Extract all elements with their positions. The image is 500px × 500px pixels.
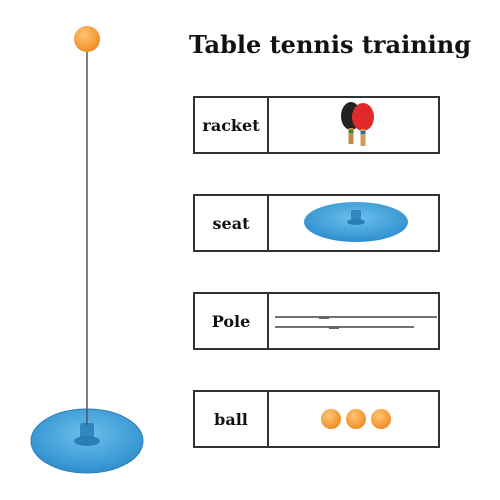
- trainer-product-illustration: [0, 0, 180, 500]
- component-label-pole: Pole: [195, 294, 269, 348]
- page-title: Table tennis training: [188, 30, 472, 59]
- component-image-pole: [269, 294, 438, 348]
- component-image-racket: [269, 98, 438, 152]
- orange-balls-icon: [321, 409, 391, 429]
- seat-base-icon: [304, 202, 408, 242]
- racket-pair-icon: [341, 102, 374, 146]
- pole-rod-icon: [275, 316, 437, 329]
- component-row-seat: seat: [193, 194, 440, 252]
- component-label-racket: racket: [195, 98, 269, 152]
- component-label-seat: seat: [195, 196, 269, 250]
- component-row-racket: racket: [193, 96, 440, 154]
- component-image-seat: [269, 196, 438, 250]
- component-image-ball: [269, 392, 438, 446]
- component-row-pole: Pole: [193, 292, 440, 350]
- trainer-ball: [74, 26, 100, 52]
- component-label-ball: ball: [195, 392, 269, 446]
- trainer-product-svg: [30, 26, 144, 474]
- component-row-ball: ball: [193, 390, 440, 448]
